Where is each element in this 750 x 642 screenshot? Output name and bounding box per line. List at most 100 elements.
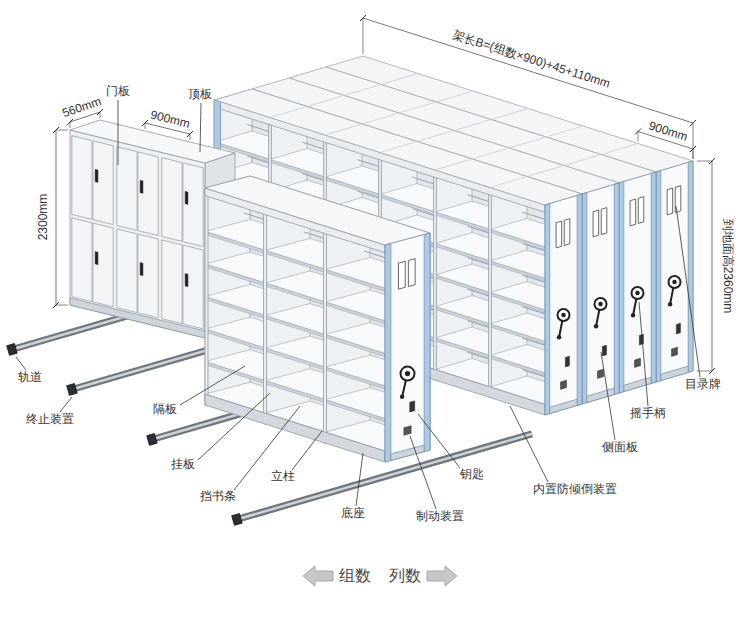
side-panel-trim [424,233,430,452]
part-label: 顶板 [187,88,213,102]
key-lock [602,345,606,356]
side-panel [545,194,582,415]
dimension-tick [53,127,59,133]
shelf-lip [490,293,545,313]
catalog-slot [630,199,636,226]
cabinet-front [70,130,205,338]
key-lock [565,356,569,367]
part-label: 门板 [105,85,131,99]
catalog-slot [399,261,406,289]
upright-post [489,187,492,398]
part-label: 立柱 [270,470,296,484]
shelf-lip [490,261,545,281]
top-seam [493,109,526,119]
key-lock [410,401,415,412]
leader-line [180,366,245,405]
leader-lines [16,100,700,509]
end-stop [67,384,77,396]
extension-line [56,305,68,306]
shelf-lip [205,264,265,286]
crank-knob [668,302,672,306]
extension-line [693,123,694,159]
door-leaf [72,136,92,220]
end-stop [7,344,17,356]
shelf-lip [435,338,490,358]
part-label: 轨道 [17,371,43,385]
side-panel [385,233,430,462]
catalog-slot [408,259,415,287]
part-label: 底座 [340,507,366,521]
crank-knob [557,335,561,339]
side-panel [619,172,656,393]
top-seam [401,103,434,113]
dimension-tick [53,302,59,308]
crank-knob [631,313,635,317]
side-panel [582,183,619,404]
shelf-lip [205,297,265,319]
leader-line [601,352,615,440]
brake-lever [672,347,678,356]
top-seam [272,107,305,117]
shelf-lip [435,275,490,295]
hand-wheel [669,276,681,288]
extension-line [638,132,639,142]
end-stop [147,434,157,446]
leader-line [510,406,548,482]
shelf-board [490,219,582,248]
side-panel-trim [688,161,693,372]
side-panel-trim [545,204,550,415]
door-leaf [72,218,92,302]
dimension-tick [690,146,696,152]
door-lock [185,191,188,204]
door-leaf [183,245,203,329]
leader-line [234,406,300,490]
upright-post [324,226,327,444]
shelf-lip [435,307,490,327]
crank-knob [400,394,404,398]
leader-line [16,357,26,370]
top-seam [529,166,562,176]
door-leaf [117,229,137,313]
door-leaf [117,147,137,231]
top-seam [364,114,397,124]
door-lock [95,169,98,182]
part-label: 侧面板 [601,441,639,455]
hand-wheel [632,287,644,299]
door-leaf [93,141,113,225]
shelf-lip [325,400,385,422]
dimension-tick [690,120,696,126]
door-leaf [93,223,113,307]
door-leaf [183,163,203,247]
dimension-label: 560mm [60,95,104,121]
dimension-tick [709,368,715,374]
dimension-line [363,18,693,123]
shelf-lip [325,177,380,197]
brake-lever [635,358,641,367]
dimension-label: 架长B=(组数×900)+45+110mm [450,28,613,92]
wheel-hub [635,291,640,296]
direction-label: 组数 [338,567,372,585]
shelf-lip [265,283,325,305]
door-lock [95,252,98,265]
wheel-hub [405,371,410,376]
top-seam [548,127,581,137]
top-seam [419,131,452,141]
wheel-hub [672,280,677,285]
door-leaf [138,234,158,318]
dimension-tick [709,158,715,164]
shelf-lip [325,269,385,291]
hand-wheel [558,309,570,321]
side-panel-trim [656,171,661,382]
side-panel-trim [577,194,582,405]
side-panel-trim [614,183,619,394]
top-seam [327,125,360,135]
part-label: 摇手柄 [629,407,667,421]
shelf-lip [325,302,385,324]
shelf-lip [435,244,490,264]
leader-line [118,100,119,165]
catalog-slot [667,188,673,215]
shelf-board [325,257,430,288]
direction-arrows [303,566,457,586]
top-seam [382,142,415,152]
side-panel-trim [582,193,587,404]
